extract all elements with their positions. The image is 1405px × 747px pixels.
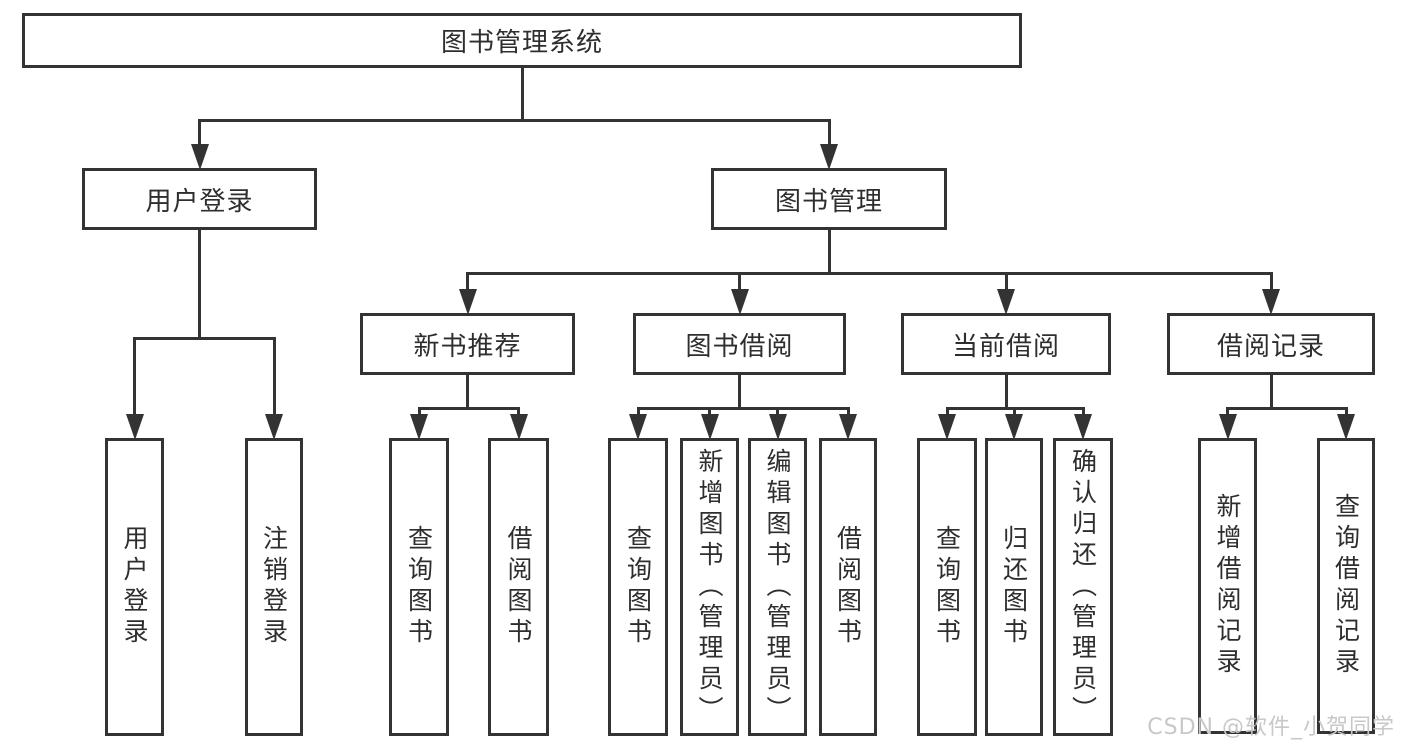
node-label-cb-query: 查询图书 [932, 525, 962, 649]
arrowhead-down-icon [190, 144, 209, 170]
node-ul-login: 用户登录 [105, 438, 164, 736]
arrowhead-down-icon [839, 414, 857, 440]
node-cb-confirm: 确认归还（管理员） [1053, 438, 1113, 736]
node-label-root: 图书管理系统 [440, 28, 603, 58]
edge-trunk-book-mgmt [827, 229, 831, 275]
edge-drop-bb-edit [776, 407, 779, 416]
node-label-book-borrow: 图书借阅 [685, 331, 794, 362]
edge-drop-ul-logout [272, 337, 276, 416]
edge-drop-br-query [1344, 407, 1348, 416]
node-new-book: 新书推荐 [360, 313, 575, 375]
arrowhead-down-icon [997, 289, 1015, 315]
node-label-book-mgmt: 图书管理 [774, 186, 883, 217]
node-bb-borrow: 借阅图书 [819, 438, 877, 736]
node-label-ul-login: 用户登录 [120, 525, 149, 649]
edge-drop-bb-borrow [846, 407, 850, 416]
edge-rail-new-book [417, 407, 520, 410]
edge-drop-user-login [198, 119, 201, 146]
edge-drop-book-mgmt [827, 119, 831, 146]
node-label-nb-borrow: 借阅图书 [504, 525, 533, 649]
node-label-bb-add: 新增图书（管理员） [695, 447, 724, 727]
arrowhead-down-icon [938, 414, 956, 440]
edge-drop-current-borrow [1004, 272, 1008, 291]
arrowhead-down-icon [125, 414, 144, 440]
edge-trunk-current-borrow [1004, 374, 1008, 410]
edge-trunk-new-book [466, 374, 469, 410]
node-current-borrow: 当前借阅 [901, 313, 1111, 375]
arrowhead-down-icon [265, 414, 283, 440]
node-user-login: 用户登录 [82, 168, 317, 230]
arrowhead-down-icon [768, 414, 787, 440]
edge-rail-user-login [133, 337, 276, 340]
arrowhead-down-icon [1074, 414, 1092, 440]
edge-drop-book-borrow [738, 272, 741, 291]
edge-drop-nb-borrow [517, 407, 520, 416]
edge-trunk-borrow-record [1269, 374, 1273, 410]
node-label-bb-query: 查询图书 [623, 525, 653, 649]
node-label-bb-borrow: 借阅图书 [833, 525, 863, 649]
edge-rail-book-borrow [636, 407, 850, 410]
edge-drop-bb-add [708, 407, 711, 416]
arrowhead-down-icon [1218, 414, 1237, 440]
node-label-ul-logout: 注销登录 [259, 525, 289, 649]
node-book-mgmt: 图书管理 [711, 168, 947, 230]
arrowhead-down-icon [1262, 289, 1280, 315]
node-nb-query: 查询图书 [389, 438, 449, 736]
node-label-br-query: 查询借阅记录 [1331, 493, 1361, 679]
edge-trunk-root [520, 67, 524, 122]
node-br-add: 新增借阅记录 [1198, 438, 1257, 734]
node-label-cb-confirm: 确认归还（管理员） [1068, 447, 1098, 727]
edge-drop-br-add [1226, 407, 1229, 416]
arrowhead-down-icon [1005, 414, 1023, 440]
node-label-br-add: 新增借阅记录 [1213, 493, 1242, 679]
edge-drop-cb-confirm [1081, 407, 1085, 416]
arrowhead-down-icon [730, 289, 749, 315]
node-book-borrow: 图书借阅 [633, 313, 846, 375]
node-br-query: 查询借阅记录 [1317, 438, 1375, 734]
arrowhead-down-icon [1337, 414, 1355, 440]
node-cb-return: 归还图书 [985, 438, 1043, 736]
node-label-current-borrow: 当前借阅 [951, 331, 1060, 362]
arrowhead-down-icon [820, 144, 838, 170]
node-nb-borrow: 借阅图书 [488, 438, 549, 736]
node-label-borrow-record: 借阅记录 [1216, 331, 1325, 362]
arrowhead-down-icon [458, 289, 477, 315]
csdn-watermark: CSDN @软件_小贺同学 [1147, 715, 1395, 740]
node-label-cb-return: 归还图书 [999, 525, 1029, 649]
node-ul-logout: 注销登录 [245, 438, 303, 736]
node-cb-query: 查询图书 [917, 438, 977, 736]
edge-rail-book-mgmt [466, 272, 1273, 275]
node-bb-edit: 编辑图书（管理员） [748, 438, 807, 736]
edge-drop-borrow-record [1269, 272, 1273, 291]
node-root: 图书管理系统 [22, 13, 1022, 68]
edge-drop-new-book [466, 272, 469, 291]
edge-drop-ul-login [133, 337, 136, 416]
node-bb-query: 查询图书 [608, 438, 668, 736]
edge-drop-bb-query [636, 407, 640, 416]
node-bb-add: 新增图书（管理员） [680, 438, 739, 736]
arrowhead-down-icon [700, 414, 719, 440]
arrowhead-down-icon [410, 414, 428, 440]
edge-rail-root [198, 119, 831, 122]
node-label-new-book: 新书推荐 [413, 331, 522, 362]
node-label-user-login: 用户登录 [145, 186, 254, 217]
edge-drop-nb-query [417, 407, 421, 416]
node-borrow-record: 借阅记录 [1167, 313, 1375, 375]
edge-trunk-user-login [198, 229, 201, 340]
node-label-nb-query: 查询图书 [404, 525, 434, 649]
edge-trunk-book-borrow [738, 374, 741, 410]
edge-drop-cb-query [945, 407, 949, 416]
arrowhead-down-icon [509, 414, 528, 440]
arrowhead-down-icon [629, 414, 647, 440]
edge-rail-borrow-record [1226, 407, 1348, 410]
node-label-bb-edit: 编辑图书（管理员） [763, 447, 792, 727]
edge-drop-cb-return [1012, 407, 1016, 416]
